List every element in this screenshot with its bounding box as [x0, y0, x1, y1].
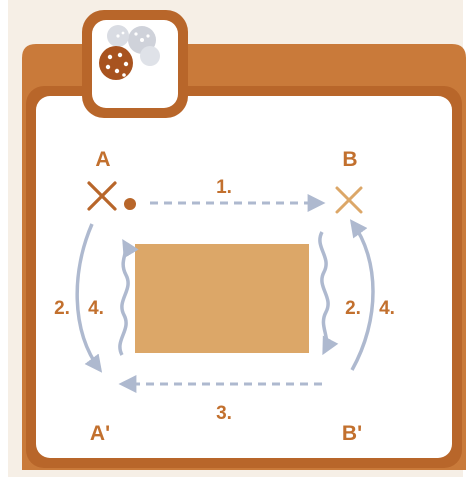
marker-b-cross [335, 186, 363, 214]
icon-badge [82, 10, 188, 118]
arrow-right-step-4 [349, 219, 375, 371]
moving-dot [124, 198, 136, 210]
label-point-b-prime: B' [342, 422, 362, 445]
label-point-a: A [95, 148, 110, 171]
central-rectangle [135, 244, 309, 353]
label-point-b: B [342, 148, 357, 171]
arrow-left-step-4 [118, 238, 139, 356]
label-left-step-2: 2. [54, 298, 70, 319]
label-point-a-prime: A' [90, 422, 110, 445]
arrow-right-step-2 [318, 231, 339, 356]
arrow-left-step-2 [75, 223, 103, 373]
label-step-1: 1. [216, 177, 232, 198]
molecule-cluster-icon [99, 25, 160, 80]
label-left-step-4: 4. [88, 298, 104, 319]
label-right-step-2: 2. [345, 298, 361, 319]
label-right-step-4: 4. [379, 298, 395, 319]
marker-a-cross [87, 181, 117, 211]
label-step-3: 3. [216, 403, 232, 424]
